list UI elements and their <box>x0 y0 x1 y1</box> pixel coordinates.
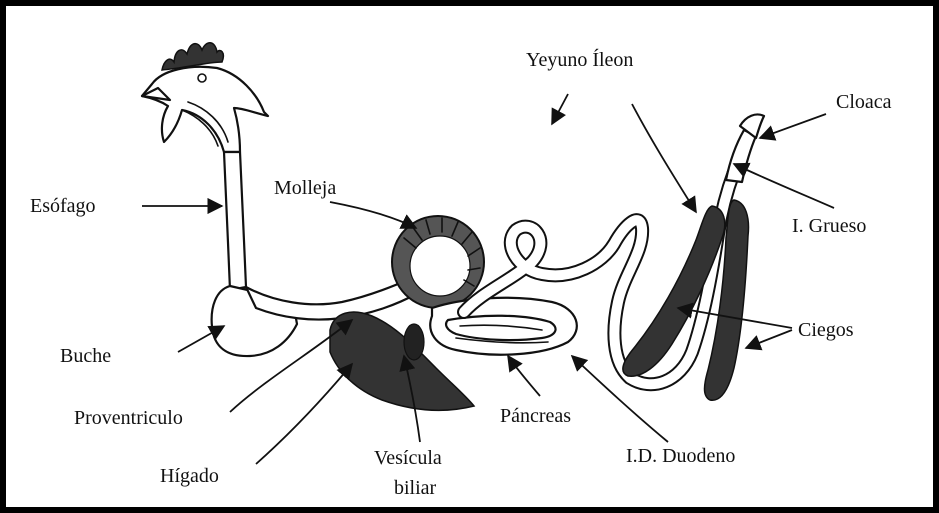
label-proventriculo: Proventriculo <box>74 407 183 429</box>
label-yeyuno-ileon: Yeyuno Íleon <box>526 48 633 71</box>
esophagus-shape <box>224 152 246 290</box>
label-higado: Hígado <box>160 465 219 487</box>
large-intestine-shape <box>726 130 756 182</box>
proventriculus-shape <box>246 278 416 320</box>
label-intestino-grueso: I. Grueso <box>792 215 866 237</box>
label-esofago: Esófago <box>30 195 96 217</box>
label-vesicula: Vesícula <box>374 447 442 469</box>
label-buche: Buche <box>60 345 111 367</box>
pancreas-shape <box>446 316 555 340</box>
label-duodeno: I.D. Duodeno <box>626 445 735 467</box>
gizzard-inner <box>410 236 470 296</box>
label-ciegos: Ciegos <box>798 319 854 341</box>
gizzard <box>392 216 484 308</box>
label-molleja: Molleja <box>274 177 336 199</box>
label-cloaca: Cloaca <box>836 91 892 113</box>
digestive-system-diagram: Esófago Molleja Yeyuno Íleon Cloaca I. G… <box>12 12 939 513</box>
label-biliar: biliar <box>394 477 437 499</box>
gallbladder-shape <box>404 324 424 360</box>
label-pancreas: Páncreas <box>500 405 571 427</box>
diagram-canvas: Esófago Molleja Yeyuno Íleon Cloaca I. G… <box>12 12 939 513</box>
chicken-head <box>142 43 268 152</box>
eye-shape <box>198 74 206 82</box>
